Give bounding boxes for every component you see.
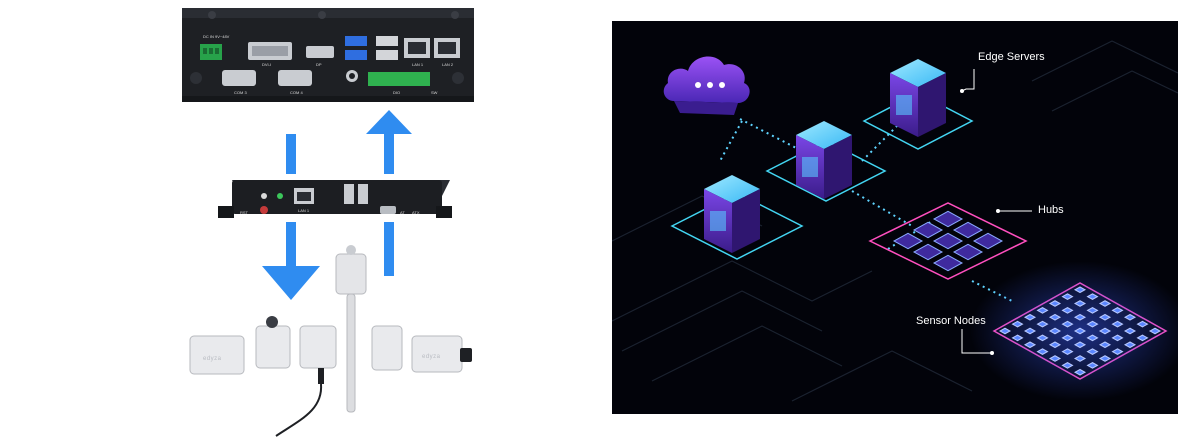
hub-tile (892, 232, 924, 250)
downlink-arrows (262, 222, 394, 300)
sensor-node (1023, 341, 1037, 349)
sensor-node (1036, 334, 1049, 342)
sensor-node (1073, 327, 1087, 335)
sensor-node (1123, 341, 1137, 349)
hub-tile (912, 243, 944, 261)
network-diagram: Edge Servers Hubs Sensor Nodes (612, 21, 1178, 414)
hub-tile (932, 254, 964, 272)
hub-tile (932, 210, 964, 228)
sensor-node (1086, 348, 1099, 355)
sensor-devices: edyza edyza (189, 245, 472, 437)
sensor-node (1136, 320, 1149, 328)
sensor-node (1061, 334, 1074, 342)
sensor-node (1111, 334, 1124, 342)
sensor-node (1048, 341, 1062, 349)
hardware-illustration: DC IN 9V~48V DVI-I DP LAN 1 LAN 2 COM 3 … (182, 8, 474, 437)
svg-text:LAN 1: LAN 1 (412, 62, 424, 67)
sensor-node (1061, 293, 1074, 300)
sensor-node (1111, 320, 1124, 328)
up-arrow-shaft-bottom (384, 222, 394, 276)
sensor-node (1036, 348, 1049, 355)
sensor-node (1073, 355, 1087, 362)
sensor-node (1073, 368, 1087, 376)
svg-text:edyza: edyza (422, 354, 441, 360)
down-arrow-head (262, 266, 320, 300)
svg-text:DC IN 9V~48V: DC IN 9V~48V (203, 34, 230, 39)
down-arrow-shaft (286, 222, 296, 266)
svg-text:COM 3: COM 3 (234, 90, 247, 95)
sensor-node (1086, 307, 1099, 314)
svg-text:ATX: ATX (412, 210, 420, 215)
sensor-node (1098, 300, 1112, 307)
sensor-node-grid (998, 286, 1162, 376)
sensor-node (1148, 327, 1162, 335)
sensor-node (1061, 348, 1074, 355)
sensor-node (1098, 341, 1112, 349)
edge-gateway-device: DC IN 9V~48V DVI-I DP LAN 1 LAN 2 COM 3 … (182, 8, 474, 102)
sensor-node (1086, 362, 1099, 369)
sensor-node (1048, 313, 1062, 321)
sensor-node (1086, 293, 1099, 300)
hub-tile (952, 221, 984, 239)
sensor-node (1073, 300, 1087, 307)
sensor-node (1011, 320, 1024, 328)
sensor-node (1023, 313, 1037, 321)
sensor-node (1023, 327, 1037, 335)
hardware-svg: DC IN 9V~48V DVI-I DP LAN 1 LAN 2 COM 3 … (182, 8, 474, 437)
sensor-node (1123, 313, 1137, 321)
sensor-node (1098, 313, 1112, 321)
edge-server-cube-1 (704, 175, 760, 253)
sensor-node (1061, 362, 1074, 369)
sensor-node (998, 327, 1012, 335)
cloud-icon (663, 56, 750, 115)
sensor-node (1136, 334, 1149, 342)
sensor-node (1073, 313, 1087, 321)
sensor-node (1111, 348, 1124, 355)
svg-text:LAN 1: LAN 1 (298, 208, 310, 213)
sensor-nodes-label: Sensor Nodes (916, 315, 986, 327)
sensor-node (1036, 307, 1049, 314)
sensor-node (1048, 355, 1062, 362)
sensor-node (1061, 307, 1074, 314)
sensor-node (1098, 355, 1112, 362)
edge-servers-label: Edge Servers (978, 51, 1045, 63)
hub-device: RST LAN 1 AT ATX (218, 180, 452, 218)
edge-server-cube-3 (890, 59, 946, 137)
sensor-node (1061, 320, 1074, 328)
sensor-node (1111, 307, 1124, 314)
svg-text:COM 4: COM 4 (290, 90, 303, 95)
hubs-label: Hubs (1038, 204, 1064, 216)
sensor-node (1123, 327, 1137, 335)
hub-tile (972, 232, 1004, 250)
sensor-node (1073, 286, 1087, 294)
hub-grid (892, 210, 1004, 272)
callout-lines (961, 69, 1032, 354)
sensor-node (1098, 327, 1112, 335)
up-arrow-head-top (366, 110, 412, 134)
hub-tile (932, 232, 964, 250)
svg-text:AT: AT (400, 210, 405, 215)
sensor-node (1036, 320, 1049, 328)
sensor-node (1048, 300, 1062, 307)
hub-tile (952, 243, 984, 261)
sensor-node (1086, 320, 1099, 328)
svg-text:RST: RST (240, 210, 249, 215)
svg-text:DVI-I: DVI-I (262, 62, 271, 67)
svg-text:DIO: DIO (393, 90, 400, 95)
svg-text:edyza: edyza (203, 356, 222, 362)
sensor-node (1011, 334, 1024, 342)
svg-text:SW: SW (431, 90, 438, 95)
uplink-arrows (286, 110, 412, 174)
sensor-node (1048, 327, 1062, 335)
sensor-node (1073, 341, 1087, 349)
sensor-node (1086, 334, 1099, 342)
hub-tile (912, 221, 944, 239)
network-svg (612, 40, 1178, 402)
edge-server-cube-2 (796, 121, 852, 199)
up-arrow-shaft-top (384, 134, 394, 174)
svg-text:LAN 2: LAN 2 (442, 62, 454, 67)
svg-text:DP: DP (316, 62, 322, 67)
down-arrow-shaft-top (286, 134, 296, 174)
